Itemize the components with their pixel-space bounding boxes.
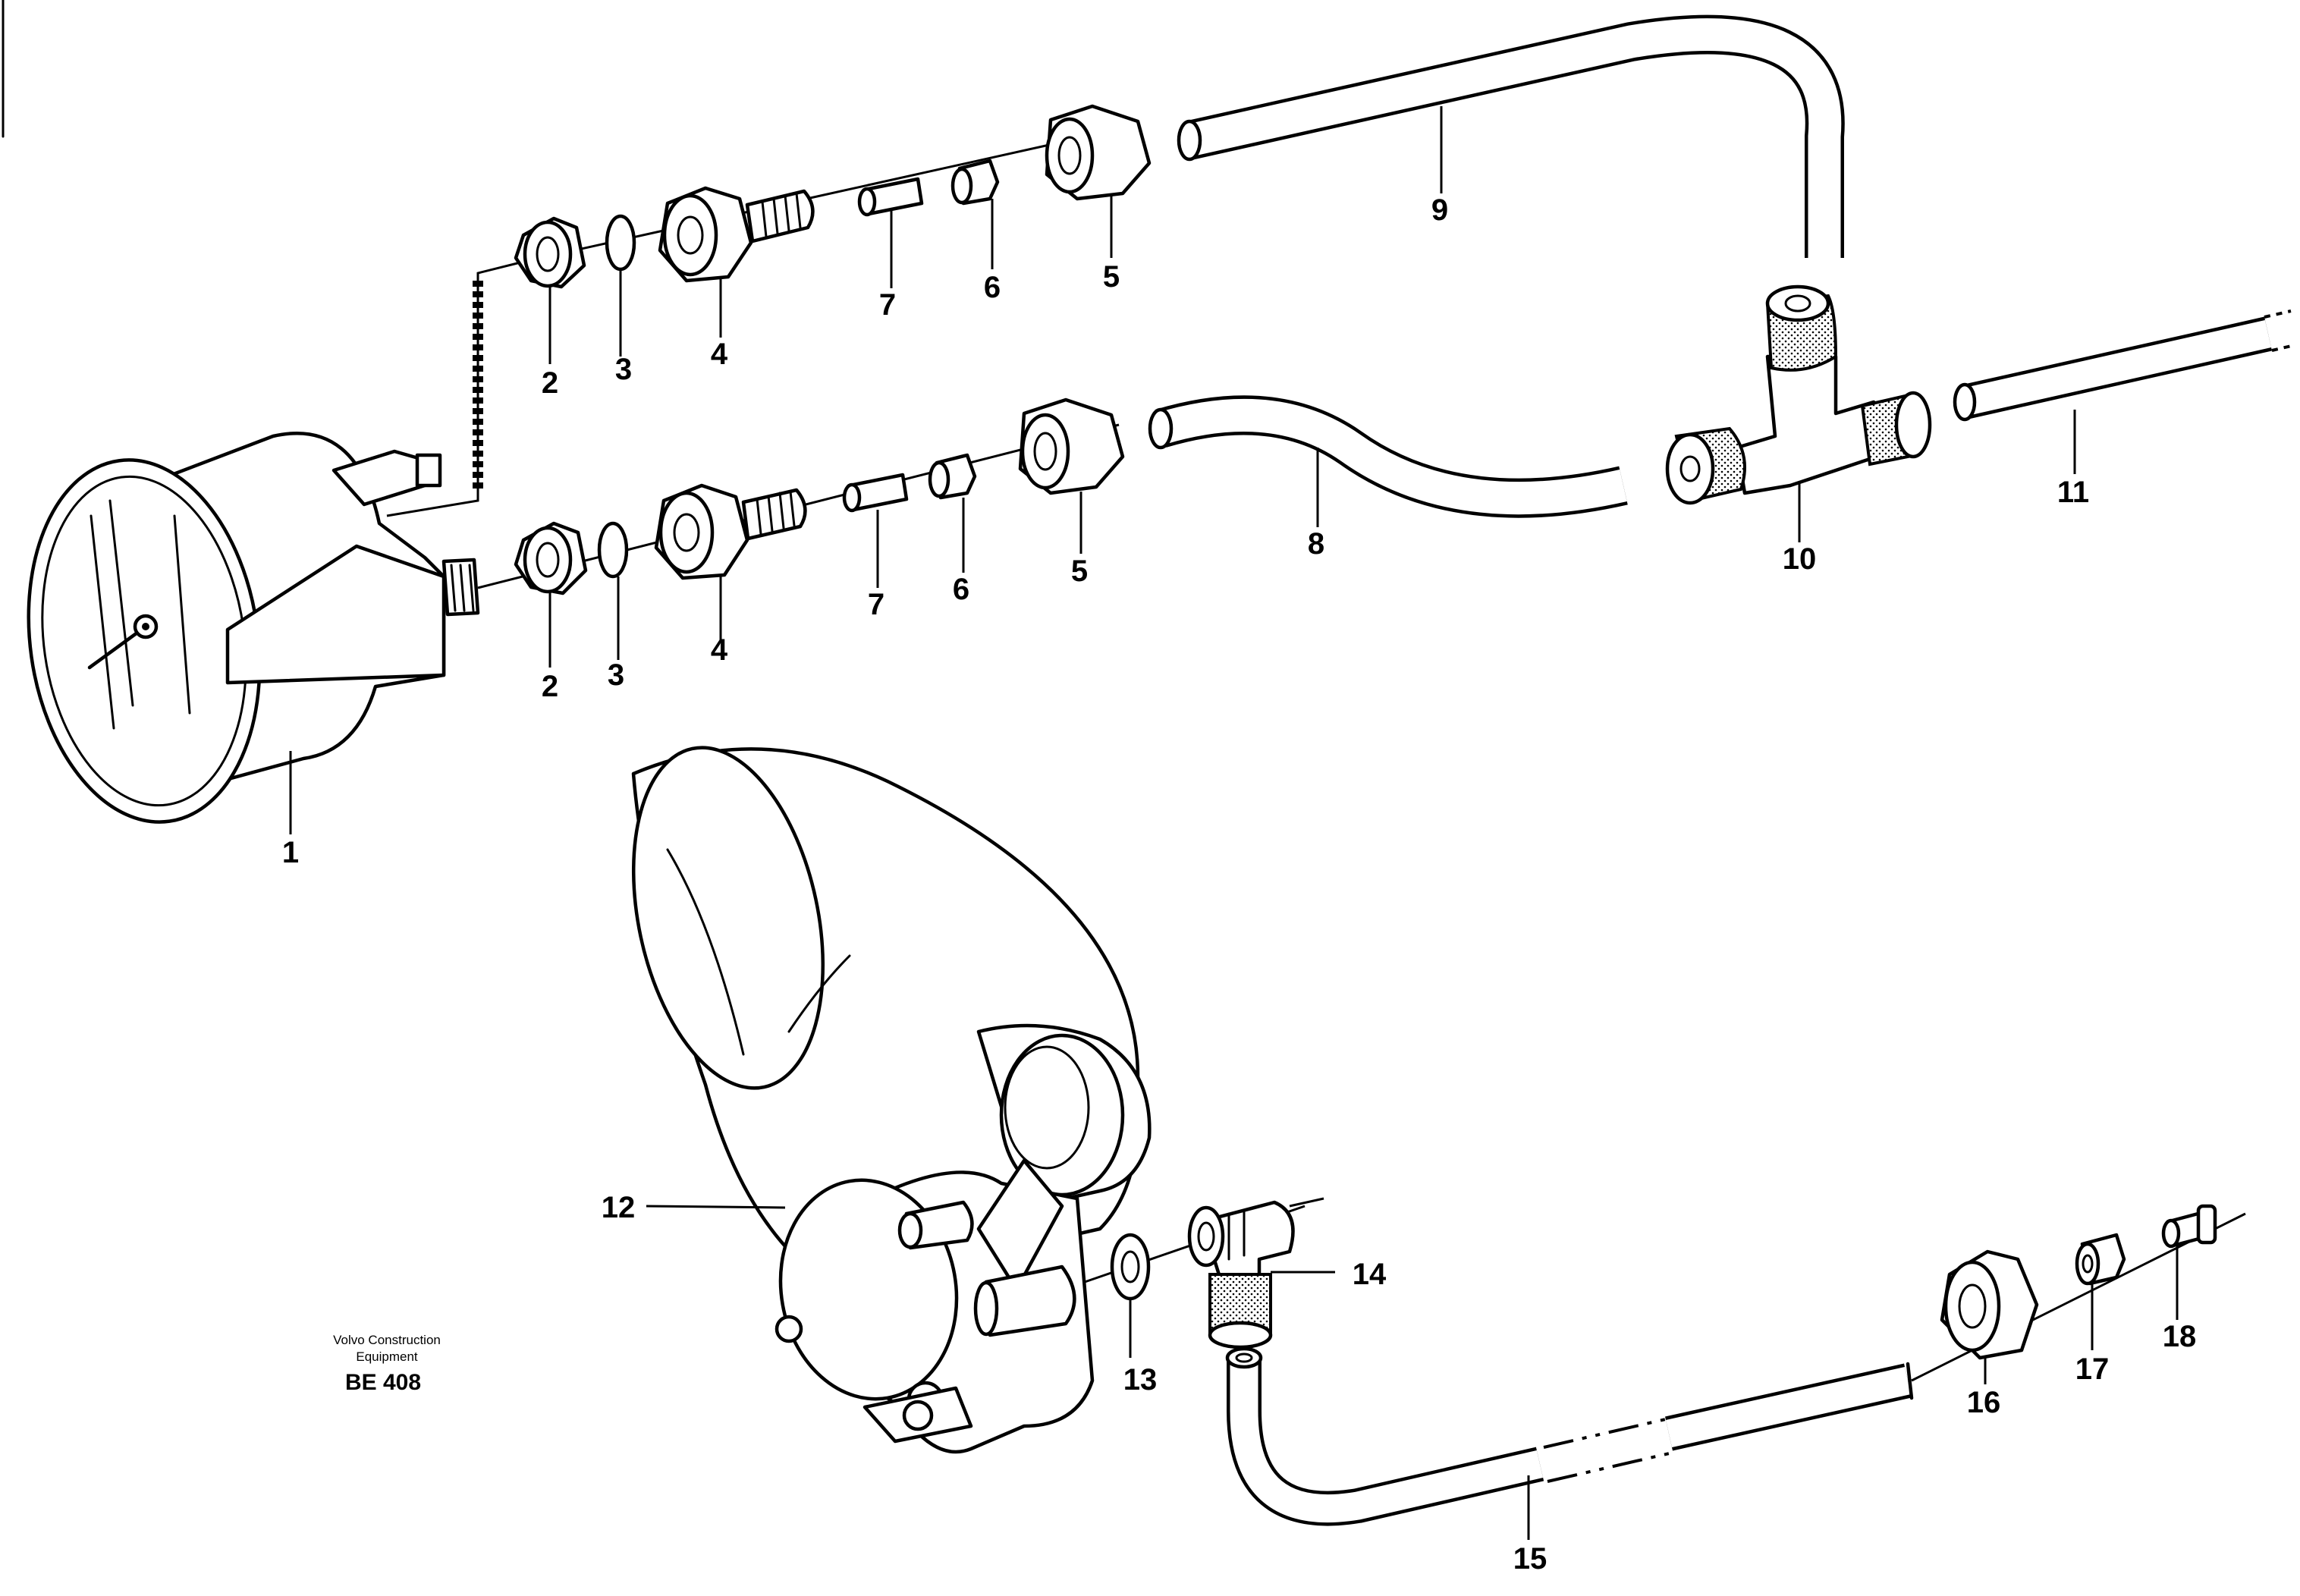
callout-3: 3 [608,658,624,692]
gauge [27,432,480,824]
callout-14: 14 [1353,1258,1387,1291]
pipe-8 [1148,395,1628,518]
callout-6: 6 [953,573,969,606]
callout-2: 2 [542,366,558,400]
caption-line-2: Equipment [356,1349,418,1364]
figure-code: BE 408 [345,1370,421,1395]
upper-nut-2 [514,216,586,289]
upper-adapter-4 [658,186,815,283]
ferrule-17 [2075,1233,2126,1286]
callout-3: 3 [615,353,632,386]
callout-5: 5 [1071,555,1088,588]
callout-4: 4 [711,338,728,371]
tee-connector-10 [1665,284,1932,505]
lower-ferrule-6 [928,453,977,500]
air-horn [631,746,1152,1454]
lower-adapter-4 [654,483,807,580]
upper-nut-5 [1045,104,1152,201]
callout-12: 12 [602,1191,636,1224]
upper-washer-3 [605,214,636,272]
callout-7: 7 [879,288,896,322]
callout-5: 5 [1103,260,1120,294]
callout-17: 17 [2075,1353,2110,1386]
callout-15: 15 [1513,1542,1547,1576]
elbow-14-axis [1289,1197,1324,1208]
callout-10: 10 [1783,542,1817,576]
upper-ferrule-6 [950,159,1000,206]
callout-9: 9 [1431,193,1448,227]
lower-nut-5 [1018,397,1125,495]
callout-11: 11 [2057,476,2089,509]
lower-nut-2 [514,521,588,595]
callout-7: 7 [868,588,884,621]
callout-8: 8 [1308,527,1324,561]
lower-sleeve-7 [842,473,909,513]
publisher-caption: Volvo Construction Equipment BE 408 [333,1333,441,1395]
leader-lines [289,106,2179,1540]
pipe-9 [1177,14,1845,258]
elbow-14 [1187,1200,1295,1349]
sleeve-18 [2161,1204,2217,1249]
callout-13: 13 [1123,1363,1158,1396]
nut-16 [1940,1249,2039,1360]
caption-line-1: Volvo Construction [333,1333,441,1347]
washer-13 [1110,1233,1151,1301]
callout-2: 2 [542,670,558,703]
callout-18: 18 [2163,1320,2197,1353]
callout-labels: 1 2 3 4 7 6 5 9 2 3 4 7 6 5 8 10 11 12 1… [282,193,2196,1576]
pipe-15 [1225,1346,1914,1526]
callout-4: 4 [711,633,728,667]
upper-sleeve-7 [857,177,924,217]
pipe-11 [1953,309,2295,422]
lower-washer-3 [597,521,629,579]
callout-1: 1 [282,836,299,869]
callout-6: 6 [984,271,1001,304]
callout-16: 16 [1967,1386,2001,1419]
